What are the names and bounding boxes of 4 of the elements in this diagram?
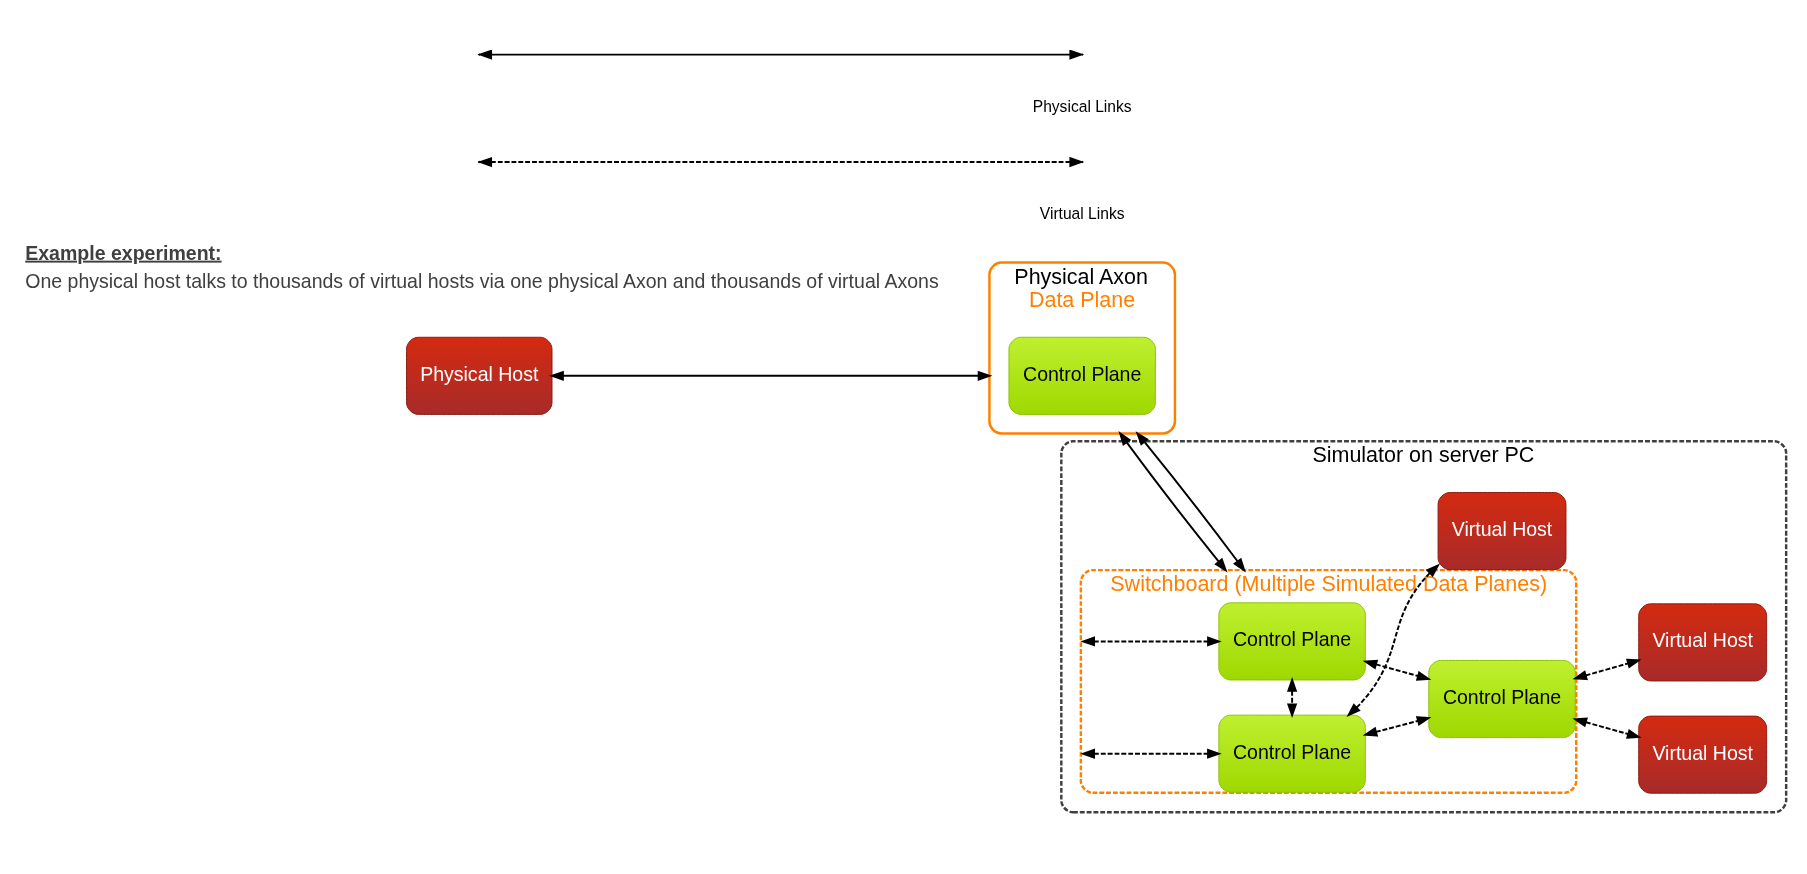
label: One physical host talks to thousands of virtual hosts via one physical Axon and thousands of virtual Axons (25, 269, 939, 292)
legend-label: Virtual Links (1039, 205, 1125, 223)
label: Example experiment: (25, 241, 222, 264)
legend-label: Physical Links (1032, 98, 1132, 116)
